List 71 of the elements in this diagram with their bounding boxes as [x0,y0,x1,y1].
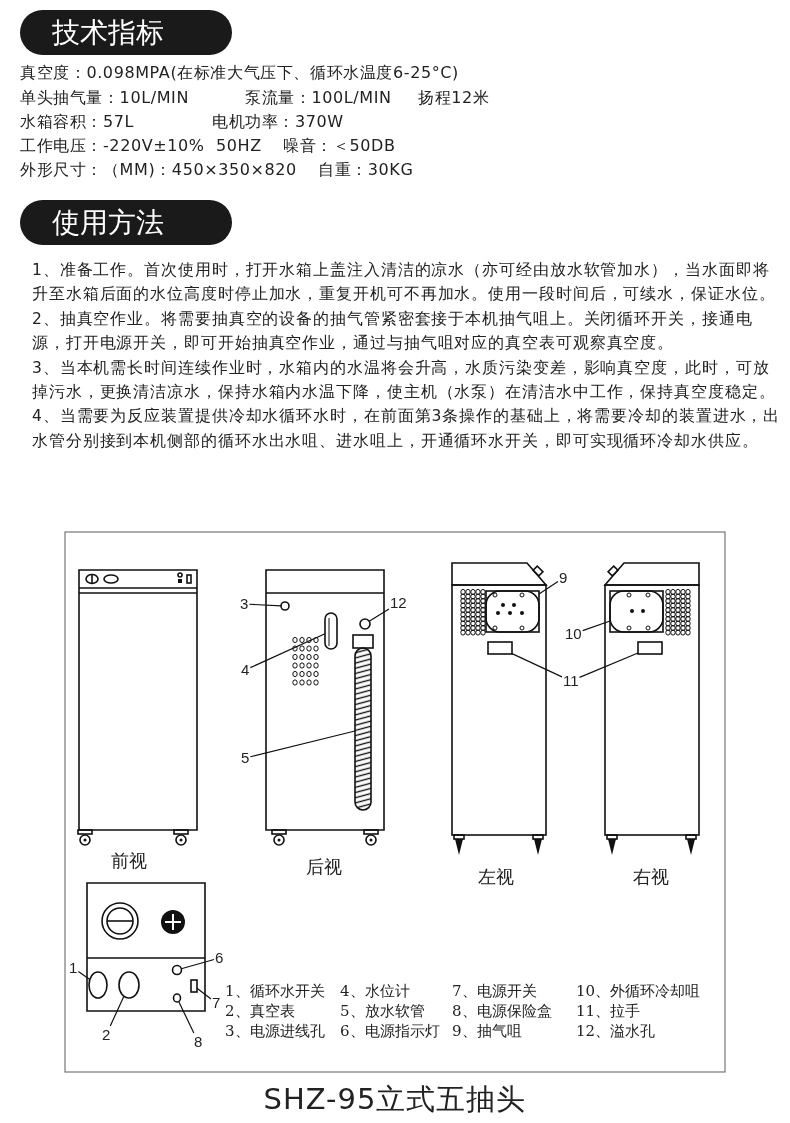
instruction-paragraph: 1、准备工作。首次使用时，打开水箱上盖注入清洁的凉水（亦可经由放水软管加水），当水面即将升至水箱后面的水位高度时停止加水，重复开机可不再加水。使用一段时间后，可续水，保证水位。 [32,260,777,306]
callout-number: 10 [565,626,582,642]
leader-line [538,580,559,595]
callout-number: 1 [69,960,78,976]
parts-key-text: 3、电源进线孔 [225,1022,325,1040]
handle [487,641,513,655]
leader-line [196,987,212,1000]
callout-number: 2 [102,1027,111,1043]
rocker-switch [190,979,198,993]
callout-number: 3 [240,596,249,612]
switch-knob [88,971,108,999]
indicator-lamp [171,964,183,976]
spec-text: 自重：30KG [318,160,414,180]
callout-number: 4 [241,662,250,678]
view-caption: 前视 [111,850,147,872]
suction-port-panel [485,590,540,633]
leader-line [248,603,282,607]
callout-number: 6 [215,950,224,966]
callout-number: 12 [390,595,407,611]
parts-key-text: 8、电源保险盒 [452,1002,552,1020]
parts-key-text: 1、循环水开关 [225,982,325,1000]
leader-line [77,970,91,981]
parts-key-text: 5、放水软管 [340,1002,425,1020]
handle [637,641,663,655]
caption: SHZ-95立式五抽头 [262,1082,528,1117]
parts-key-text: 4、水位计 [340,982,410,1000]
parts-key-text: 7、电源开关 [452,982,537,1000]
instruction-paragraph: 4、当需要为反应装置提供冷却水循环水时，在前面第3条操作的基础上，将需要冷却的装置进水，出水管分别接到本机侧部的循环水出水咀、进水咀上，开通循环水开关，即可实现循环冷却水供应。 [32,406,782,452]
level-gauge [324,612,338,650]
callout-number: 8 [194,1034,203,1050]
instruction-paragraph: 2、抽真空作业。将需要抽真空的设备的抽气管紧密套接于本机抽气咀上。关闭循环开关，接通电源，打开电源开关，即可开始抽真空作业，通过与抽气咀对应的真空表可观察真空度。 [32,308,754,355]
parts-key-text: 9、抽气咀 [452,1022,522,1040]
view-caption: 右视 [633,866,669,888]
parts-key-text: 10、外循环冷却咀 [576,982,701,1000]
instruction-paragraph: 3、当本机需长时间连续作业时，水箱内的水温将会升高，水质污染变差，影响真空度，此时，可放掉污水，更换清洁凉水，保持水箱内水温下降，使主机（水泵）在清洁水中工作，保持真空度稳定。 [32,357,777,404]
leader-line [180,958,215,970]
callout-number: 7 [212,995,221,1011]
spec-text: 电机功率：370W [212,112,344,132]
callout-number: 5 [241,750,250,766]
spec-text: 噪音：＜50DB [283,136,396,156]
spec-text: 真空度：0.098MPA(在标准大气压下、循环水温度6-25°C) [20,63,459,83]
spec-text: 外形尺寸：（MM)：450×350×820 [20,160,297,180]
spec-text: 工作电压：-220V±10% 50HZ [20,136,262,156]
spec-text: 泵流量：100L/MIN [245,88,392,108]
spec-text: 单头抽气量：10L/MIN [20,88,189,108]
view-caption: 后视 [306,856,342,878]
leader-line [249,633,326,669]
parts-key-text: 11、拉手 [576,1002,641,1020]
leader-line [249,730,356,758]
leader-line [368,608,390,622]
gauge-dial [118,971,140,999]
leader-line [582,620,611,632]
section-heading: 使用方法 [20,200,232,245]
parts-key-text: 6、电源指示灯 [340,1022,440,1040]
callout-number: 9 [559,570,568,586]
section-heading: 技术指标 [20,10,232,55]
port-panel [609,590,664,633]
leader-line [511,653,563,678]
fuse-holder [172,993,182,1003]
leader-line [109,995,125,1027]
spec-text: 水箱容积：57L [20,112,135,132]
parts-key-text: 2、真空表 [225,1002,295,1020]
leader-line [579,652,639,678]
drain-hose [354,647,372,811]
view-caption: 左视 [478,866,514,888]
parts-key-text: 12、溢水孔 [576,1022,656,1040]
callout-number: 11 [563,673,579,689]
spec-text: 扬程12米 [418,88,490,108]
overflow-hole [359,618,371,630]
leader-line [178,1000,195,1034]
cable-hole [280,601,290,611]
